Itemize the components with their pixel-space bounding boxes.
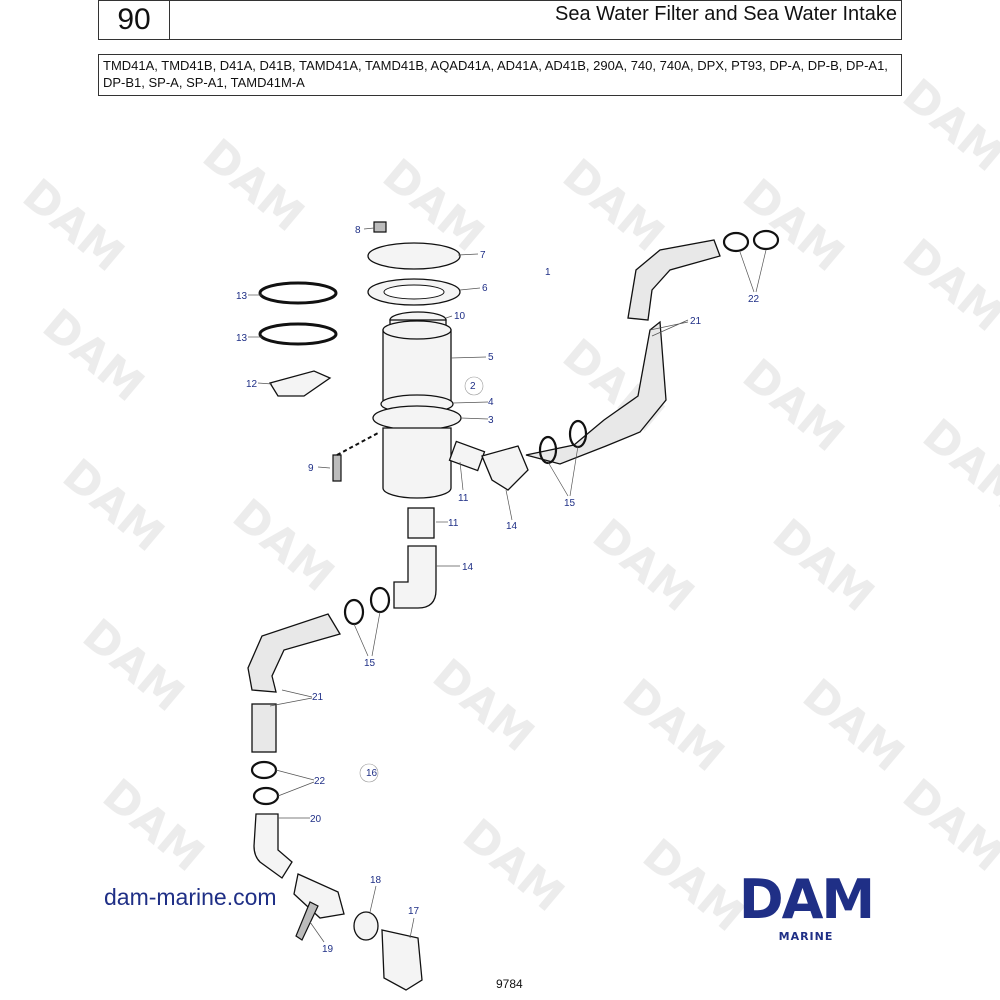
watermark-text: DAM (583, 509, 703, 622)
watermark-text: DAM (453, 809, 573, 922)
watermark-text: DAM (893, 229, 1000, 342)
part-21-hose (525, 320, 667, 465)
callout-13: 13 (236, 333, 248, 344)
watermark-text: DAM (53, 449, 173, 562)
part-22-clamp (752, 229, 780, 251)
callout-21: 21 (690, 316, 702, 327)
watermark-text: DAM (553, 149, 673, 262)
drawing-number: 9784 (496, 977, 523, 991)
page-number: 90 (99, 1, 170, 39)
leader-lines (248, 227, 767, 943)
part-3-flange (372, 405, 462, 431)
part-13-hose-clamp (258, 281, 338, 305)
watermark-text: DAM (93, 769, 213, 882)
watermark-pattern: DAM DAM DAM DAM DAM DAM DAM DAM DAM DAM … (13, 69, 1000, 942)
callout-18: 18 (370, 875, 382, 886)
callout-7: 7 (480, 250, 486, 261)
part-7-lid-plate (367, 242, 461, 270)
part-15-clamp (343, 598, 365, 626)
watermark-text: DAM (33, 299, 153, 412)
part-17-intake (381, 929, 423, 991)
watermark-text: DAM (793, 669, 913, 782)
website-link[interactable]: dam-marine.com (104, 884, 277, 910)
watermark-text: DAM (193, 129, 313, 242)
part-21-hose (247, 613, 341, 693)
valve-handle (295, 901, 319, 941)
filter-housing (382, 427, 452, 499)
part-14-elbow (481, 445, 529, 491)
callout-14: 14 (462, 562, 474, 573)
part-15-clamp (369, 586, 391, 614)
part-21-hose (627, 239, 721, 321)
header-box: 90 Sea Water Filter and Sea Water Intake (98, 0, 902, 40)
watermark-text: DAM (893, 769, 1000, 882)
dam-marine-logo: DAM MARINE (716, 868, 896, 946)
logo-main-text: DAM (738, 868, 875, 931)
callout-labels: 8 7 1 6 10 5 2 4 3 9 13 13 12 11 14 15 1… (236, 225, 760, 955)
callout-11: 11 (448, 518, 459, 529)
watermark-text: DAM (423, 649, 543, 762)
callout-22: 22 (314, 776, 326, 787)
part-8-cap (373, 221, 387, 233)
part-22-clamp (722, 231, 750, 253)
callout-8: 8 (355, 225, 361, 236)
part-14-elbow (393, 545, 437, 609)
page-title: Sea Water Filter and Sea Water Intake (554, 3, 897, 25)
callout-1: 1 (545, 267, 551, 278)
callout-6: 6 (482, 283, 488, 294)
callout-3: 3 (488, 415, 494, 426)
callout-15: 15 (364, 658, 376, 669)
callout-22: 22 (748, 294, 760, 305)
watermark-text: DAM (223, 489, 343, 602)
callout-10: 10 (454, 311, 466, 322)
callout-21: 21 (312, 692, 324, 703)
watermark-text: DAM (733, 349, 853, 462)
watermark-text: DAM (73, 609, 193, 722)
part-22-clamp (252, 786, 280, 806)
part-9-bolt (332, 454, 342, 482)
callout-5: 5 (488, 352, 494, 363)
part-12-bracket (268, 370, 332, 397)
part-19-valve (293, 873, 345, 919)
watermark-text: DAM (613, 669, 733, 782)
part-11-nipple (407, 507, 435, 539)
part-21-hose (251, 703, 277, 753)
part-15-clamp (538, 435, 558, 465)
callout-16: 16 (366, 768, 378, 779)
logo-sub-text: MARINE (778, 930, 834, 943)
watermark-text: DAM (733, 169, 853, 282)
part-11-nipple (448, 440, 486, 472)
part-5-strainer-basket (382, 329, 452, 403)
part-18-nut (353, 911, 379, 941)
part-20-elbow (253, 813, 293, 879)
callout-20: 20 (310, 814, 322, 825)
watermark-text: DAM (13, 169, 133, 282)
callout-4: 4 (488, 397, 494, 408)
callout-12: 12 (246, 379, 258, 390)
model-list: TMD41A, TMD41B, D41A, D41B, TAMD41A, TAM… (98, 54, 902, 96)
callout-14: 14 (506, 521, 518, 532)
callout-13: 13 (236, 291, 248, 302)
watermark-text: DAM (893, 69, 1000, 182)
watermark-text: DAM (913, 409, 1000, 522)
part-22-clamp (250, 760, 278, 780)
callout-2: 2 (470, 381, 476, 392)
callout-17: 17 (408, 906, 420, 917)
callout-15: 15 (564, 498, 576, 509)
watermark-text: DAM (763, 509, 883, 622)
callout-9: 9 (308, 463, 314, 474)
callout-19: 19 (322, 944, 334, 955)
part-13-hose-clamp (258, 322, 338, 346)
callout-11: 11 (458, 493, 469, 504)
